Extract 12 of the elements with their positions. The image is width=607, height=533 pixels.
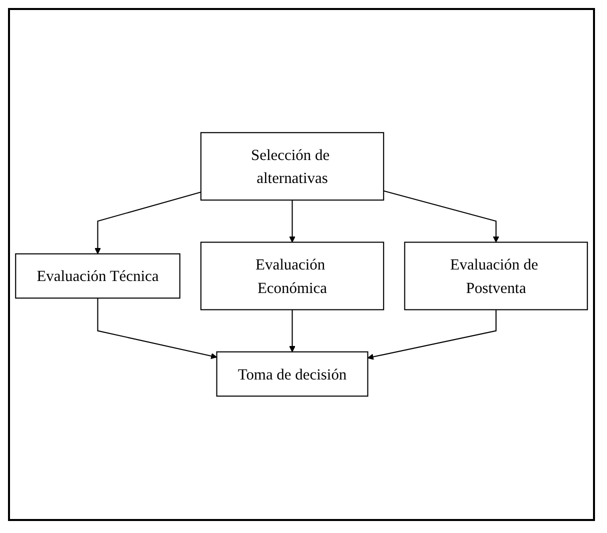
node-box (404, 242, 588, 310)
arrow (289, 200, 296, 243)
arrow (289, 310, 296, 352)
diagram-frame: Selección de alternativas Evaluación Técnica Evaluación Económica Evaluación de Postventa Toma de decisión (8, 8, 595, 521)
node-box (200, 242, 384, 310)
node-box (200, 132, 384, 201)
arrow (383, 190, 500, 243)
arrow (97, 298, 218, 360)
arrow (367, 310, 497, 360)
node-box (15, 253, 180, 299)
arrow (94, 192, 202, 254)
node-box (216, 351, 368, 397)
